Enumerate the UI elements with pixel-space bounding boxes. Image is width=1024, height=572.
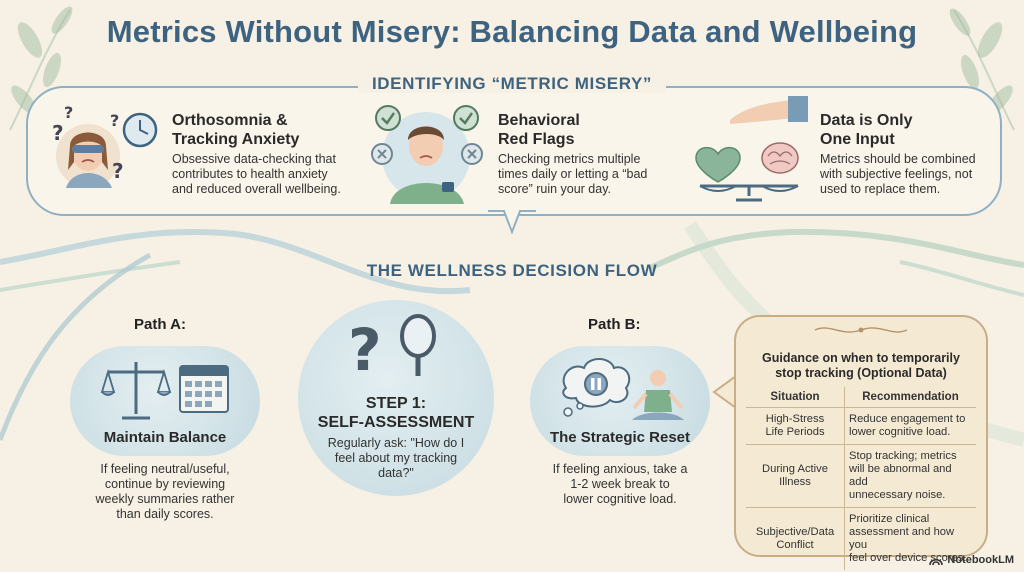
card-desc-line: with subjective feelings, not: [820, 167, 973, 181]
table-cell-recommendation: Reduce engagement to lower cognitive loa…: [844, 407, 976, 445]
metric-misery-panel: [26, 86, 1002, 216]
path-a-title: Maintain Balance: [103, 429, 227, 446]
card-title-line: Orthosomnia &: [172, 112, 288, 129]
card-title-line: Behavioral: [498, 112, 580, 129]
step1-desc: Regularly ask: "How do I feel about my t…: [298, 436, 494, 481]
table-row: During Active Illness Stop tracking; met…: [746, 444, 976, 508]
scale-calendar-icon: [100, 362, 229, 420]
card-title-red-flags: Behavioral Red Flags: [498, 111, 580, 149]
cell-line: lower cognitive load.: [849, 426, 951, 438]
svg-text:?: ?: [112, 159, 124, 183]
card-desc-line: contributes to health anxiety: [172, 167, 328, 181]
anxious-sleeper-icon: ? ? ? ?: [52, 103, 158, 188]
path-b-desc: If feeling anxious, take a 1-2 week brea…: [520, 462, 720, 507]
svg-text:?: ?: [348, 316, 382, 378]
card-desc-one-input: Metrics should be combined with subjecti…: [820, 152, 976, 197]
step1-circle: ? STEP 1: SELF-ASSESSMENT Regularly ask:…: [298, 300, 494, 496]
card-title-one-input: Data is Only One Input: [820, 111, 912, 149]
card-desc-line: Metrics should be combined: [820, 152, 976, 166]
card-title-line: Data is Only: [820, 112, 913, 129]
logo-text: NotebookLM: [947, 554, 1014, 566]
card-desc-orthosomnia: Obsessive data-checking that contributes…: [172, 152, 341, 197]
svg-text:?: ?: [64, 103, 73, 122]
table-cell-situation: Subjective/Data Conflict: [746, 507, 845, 570]
step1-desc-line: feel about my tracking: [334, 451, 458, 465]
guidance-title-line: Guidance on when to temporarily: [762, 351, 960, 365]
heart-brain-scale-icon: [695, 96, 808, 202]
card-title-orthosomnia: Orthosomnia & Tracking Anxiety: [172, 111, 299, 149]
table-header-situation: Situation: [746, 387, 845, 408]
card-desc-line: times daily or letting a “bad: [498, 167, 648, 181]
person-checking-watch-icon: [371, 105, 483, 204]
section-heading-misery: IDENTIFYING “METRIC MISERY”: [357, 74, 667, 93]
card-desc-line: and reduced overall wellbeing.: [172, 182, 341, 196]
card-desc-line: used to replace them.: [820, 182, 941, 196]
cell-line: unnecessary noise.: [849, 489, 946, 501]
card-desc-red-flags: Checking metrics multiple times daily or…: [498, 152, 647, 197]
cell-line: Conflict: [776, 539, 814, 551]
cell-line: High-Stress: [765, 413, 825, 425]
path-a-oval: Maintain Balance: [70, 346, 260, 456]
svg-text:?: ?: [52, 121, 64, 145]
path-b-title: The Strategic Reset: [549, 429, 691, 446]
cell-line: Prioritize clinical: [849, 513, 930, 525]
step1-title: STEP 1: SELF-ASSESSMENT: [298, 394, 494, 432]
step1-title-line: STEP 1:: [365, 395, 427, 412]
step1-desc-line: data?": [378, 466, 414, 480]
path-a-desc-line: continue by reviewing: [104, 477, 226, 491]
table-pointer: [712, 375, 737, 409]
card-title-line: Tracking Anxiety: [172, 131, 300, 148]
step1-title-line: SELF-ASSESSMENT: [317, 414, 475, 431]
card-title-line: One Input: [820, 131, 895, 148]
guidance-title-line: stop tracking (Optional Data): [775, 366, 947, 380]
cell-line: Life Periods: [765, 426, 825, 438]
path-b-label: Path B:: [588, 316, 641, 333]
cell-line: assessment and how you: [849, 526, 955, 551]
path-a-label: Path A:: [134, 316, 186, 333]
guidance-table-card: Guidance on when to temporarily stop tra…: [734, 315, 988, 570]
cell-line: During Active: [762, 463, 828, 475]
table-cell-recommendation: Stop tracking; metrics will be abnormal …: [844, 444, 976, 508]
cell-line: Illness: [779, 476, 811, 488]
cell-line: will be abnormal and add: [849, 463, 952, 488]
path-b-oval: The Strategic Reset: [530, 346, 710, 456]
card-desc-line: score” ruin your day.: [498, 182, 612, 196]
table-row: High-Stress Life Periods Reduce engageme…: [746, 407, 976, 445]
page-title: Metrics Without Misery: Balancing Data a…: [106, 14, 918, 49]
path-b-desc-line: lower cognitive load.: [563, 492, 677, 506]
section-heading-flow: THE WELLNESS DECISION FLOW: [366, 261, 658, 280]
card-desc-line: Checking metrics multiple: [498, 152, 641, 166]
card-title-line: Red Flags: [498, 131, 575, 148]
card-icon-circle-orthosomnia: ? ? ? ?: [42, 100, 158, 202]
step1-desc-line: Regularly ask: "How do I: [327, 436, 465, 450]
svg-text:?: ?: [110, 111, 119, 130]
table-header-row: Situation Recommendation: [746, 387, 976, 408]
table-row: Subjective/Data Conflict Prioritize clin…: [746, 507, 976, 570]
cell-line: Stop tracking; metrics: [849, 450, 957, 462]
table-cell-situation: During Active Illness: [746, 444, 845, 508]
path-b-desc-line: 1-2 week break to: [570, 477, 670, 491]
cell-line: feel over device scores.: [849, 552, 967, 564]
card-desc-line: Obsessive data-checking that: [172, 152, 336, 166]
path-a-desc-line: If feeling neutral/useful,: [100, 462, 230, 476]
card-icon-red-flags: [368, 100, 486, 204]
meditation-pause-icon: [562, 358, 684, 420]
panel-pointer: [488, 210, 536, 235]
question-magnifier-icon: ?: [348, 314, 436, 378]
notebooklm-logo: NotebookLM: [929, 554, 1014, 566]
ornament-divider-icon: [814, 327, 908, 333]
guidance-table: Situation Recommendation High-Stress Lif…: [746, 387, 976, 570]
table-header-recommendation: Recommendation: [862, 391, 959, 403]
cell-line: Subjective/Data: [755, 526, 835, 538]
path-b-desc-line: If feeling anxious, take a: [552, 462, 688, 476]
path-a-desc-line: than daily scores.: [116, 507, 214, 521]
path-a-desc-line: weekly summaries rather: [95, 492, 235, 506]
guidance-title: Guidance on when to temporarily stop tra…: [736, 351, 986, 381]
cell-line: Reduce engagement to: [849, 413, 966, 425]
table-cell-situation: High-Stress Life Periods: [746, 407, 845, 445]
path-a-desc: If feeling neutral/useful, continue by r…: [60, 462, 270, 522]
card-icon-one-input: [690, 96, 808, 204]
notebooklm-logo-icon: [929, 558, 944, 566]
table-cell-recommendation: Prioritize clinical assessment and how y…: [844, 507, 976, 570]
